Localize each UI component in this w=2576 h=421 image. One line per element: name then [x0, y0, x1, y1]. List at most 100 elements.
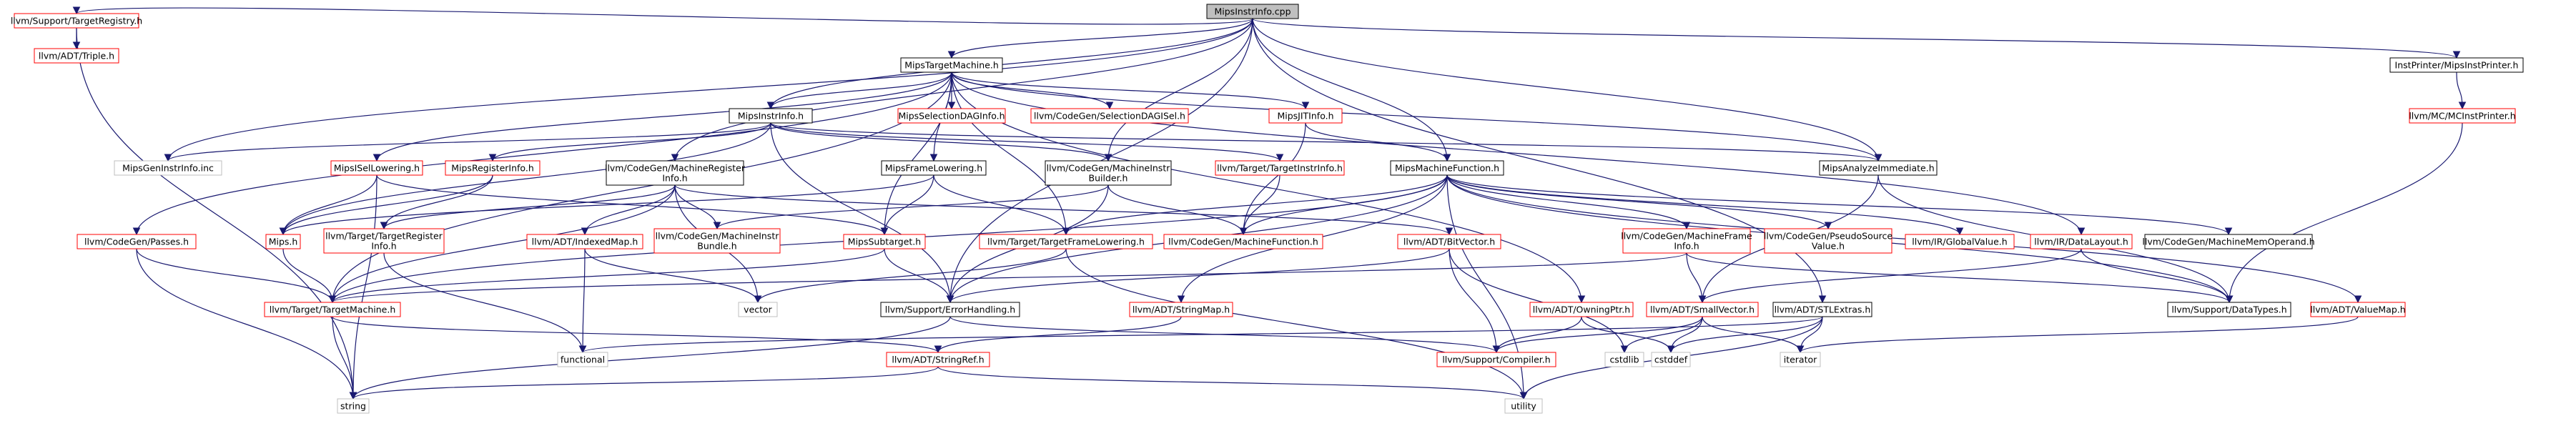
node-passes[interactable]: llvm/CodeGen/Passes.h: [77, 234, 197, 249]
edge-cgmfi-to-datatypes: [1686, 252, 2234, 304]
edge-isel-to-string: [349, 174, 377, 400]
node-reginfo[interactable]: MipsRegisterInfo.h: [445, 160, 541, 176]
node-reginfo-box: [445, 160, 541, 176]
node-mmf[interactable]: MipsMachineFunction.h: [1390, 160, 1504, 176]
node-strref[interactable]: llvm/ADT/StringRef.h: [886, 352, 990, 367]
node-cgsdag[interactable]: llvm/CodeGen/SelectionDAGISel.h: [1030, 108, 1189, 124]
node-stlextras-box: [1772, 302, 1872, 317]
node-smallvec-box: [1646, 302, 1759, 317]
node-errh[interactable]: llvm/Support/ErrorHandling.h: [880, 302, 1020, 317]
node-cgsdag-label: llvm/CodeGen/SelectionDAGISel.h: [1034, 111, 1185, 122]
node-mfl-box: [881, 160, 987, 176]
node-jit[interactable]: MipsJITInfo.h: [1268, 108, 1343, 124]
edge-ttm-to-string: [332, 316, 357, 400]
edge-mfl-to-subtgt: [880, 174, 934, 236]
node-errh-label: llvm/Support/ErrorHandling.h: [885, 304, 1015, 315]
node-mfl[interactable]: MipsFrameLowering.h: [881, 160, 987, 176]
node-bitvec[interactable]: llvm/ADT/BitVector.h: [1397, 234, 1501, 249]
node-mips[interactable]: Mips.h: [265, 234, 301, 249]
node-tti[interactable]: llvm/Target/TargetInstrInfo.h: [1215, 160, 1345, 176]
node-mai[interactable]: MipsAnalyzeImmediate.h: [1819, 160, 1938, 176]
node-cgmmo[interactable]: llvm/CodeGen/MachineMemOperand.h: [2142, 234, 2315, 249]
edge-mtm-to-ttm: [328, 71, 952, 304]
node-smallvec[interactable]: llvm/ADT/SmallVector.h: [1646, 302, 1759, 317]
edge-errh-to-string: [349, 316, 951, 400]
node-valuemap[interactable]: llvm/ADT/ValueMap.h: [2310, 302, 2406, 317]
node-compiler[interactable]: llvm/Support/Compiler.h: [1436, 352, 1556, 367]
node-iinfo-box: [729, 108, 813, 124]
node-isel-box: [330, 160, 423, 176]
node-ttm[interactable]: llvm/Target/TargetMachine.h: [264, 302, 401, 317]
edge-cgmri-to-ttri: [380, 184, 676, 230]
node-cgmf-label: llvm/CodeGen/MachineFunction.h: [1168, 237, 1318, 247]
node-sdagi-box: [897, 108, 1006, 124]
node-tfl-label: llvm/Target/TargetFrameLowering.h: [987, 237, 1145, 247]
node-utility: utility: [1504, 398, 1543, 414]
edge-mcip-to-datatypes: [2225, 122, 2463, 304]
edge-cgmib-to-cgmibundle: [713, 184, 1109, 230]
edge-mmf-to-gv: [1446, 174, 1964, 236]
node-strmap[interactable]: llvm/ADT/StringMap.h: [1129, 302, 1233, 317]
node-tr-box: [14, 13, 139, 29]
edge-idxmap-to-vector: [584, 248, 762, 304]
node-bitvec-label: llvm/ADT/BitVector.h: [1403, 237, 1495, 247]
node-mai-box: [1819, 160, 1938, 176]
edge-subtgt-to-errh: [884, 248, 954, 304]
node-root-box: [1206, 4, 1299, 19]
node-cgmf[interactable]: llvm/CodeGen/MachineFunction.h: [1163, 234, 1323, 249]
edge-reginfo-to-mips: [279, 174, 493, 236]
node-cgmri-label: llvm/CodeGen/MachineRegister: [605, 163, 746, 174]
node-ownptr[interactable]: llvm/ADT/OwningPtr.h: [1529, 302, 1634, 317]
node-stlextras[interactable]: llvm/ADT/STLExtras.h: [1772, 302, 1872, 317]
node-cgpsv-box: [1764, 228, 1892, 254]
node-tr-label: llvm/Support/TargetRegistry.h: [11, 16, 142, 26]
node-iterator-label: iterator: [1784, 355, 1817, 365]
node-iterator-box: [1780, 352, 1821, 367]
node-datatypes[interactable]: llvm/Support/DataTypes.h: [2167, 302, 2291, 317]
node-ttm-box: [264, 302, 401, 317]
node-tfl-box: [979, 234, 1153, 249]
node-dl[interactable]: llvm/IR/DataLayout.h: [2030, 234, 2133, 249]
node-isel[interactable]: MipsISelLowering.h: [330, 160, 423, 176]
node-compiler-label: llvm/Support/Compiler.h: [1442, 355, 1550, 365]
node-ttri-label: llvm/Target/TargetRegister: [325, 231, 443, 242]
node-triple[interactable]: llvm/ADT/Triple.h: [34, 48, 119, 64]
node-subtgt[interactable]: MipsSubtarget.h: [843, 234, 926, 249]
node-cstddef-label: cstddef: [1654, 355, 1688, 365]
edge-jit-to-mmf: [1305, 122, 1451, 162]
node-mtm[interactable]: MipsTargetMachine.h: [900, 57, 1003, 73]
edge-cgmri-to-idxmap: [581, 184, 676, 236]
edge-cgmri-to-bitvec: [674, 184, 1454, 236]
edge-mtm-to-isel: [372, 71, 952, 162]
node-stlextras-label: llvm/ADT/STLExtras.h: [1775, 304, 1871, 315]
node-vector: vector: [738, 302, 778, 317]
node-gv[interactable]: llvm/IR/GlobalValue.h: [1905, 234, 2015, 249]
node-tfl[interactable]: llvm/Target/TargetFrameLowering.h: [979, 234, 1153, 249]
edge-iinfo-to-cgmib: [770, 122, 1112, 162]
node-mtm-label: MipsTargetMachine.h: [904, 60, 999, 71]
edge-dl-to-smallvec: [1698, 248, 2082, 304]
edge-ttm-to-strref: [332, 316, 942, 354]
node-iinfo[interactable]: MipsInstrInfo.h: [729, 108, 813, 124]
node-cgmmo-box: [2144, 234, 2313, 249]
node-smallvec-label: llvm/ADT/SmallVector.h: [1650, 304, 1755, 315]
node-idxmap[interactable]: llvm/ADT/IndexedMap.h: [526, 234, 643, 249]
edge-bitvec-to-compiler: [1449, 248, 1501, 354]
node-mcip-box: [2409, 108, 2516, 124]
edge-iinfo-to-errh: [770, 122, 954, 304]
edge-tr-to-string: [76, 27, 357, 400]
node-mcip[interactable]: llvm/MC/MCInstPrinter.h: [2409, 108, 2516, 124]
node-cgmib-label: Builder.h: [1089, 173, 1128, 184]
edge-stlextras-to-cstddef: [1667, 316, 1823, 354]
edge-layer: [72, 6, 2467, 400]
node-ownptr-label: llvm/ADT/OwningPtr.h: [1533, 304, 1630, 315]
node-ipmips[interactable]: InstPrinter/MipsInstPrinter.h: [2389, 57, 2524, 73]
node-sdagi[interactable]: MipsSelectionDAGInfo.h: [897, 108, 1006, 124]
node-tr[interactable]: llvm/Support/TargetRegistry.h: [11, 13, 142, 29]
